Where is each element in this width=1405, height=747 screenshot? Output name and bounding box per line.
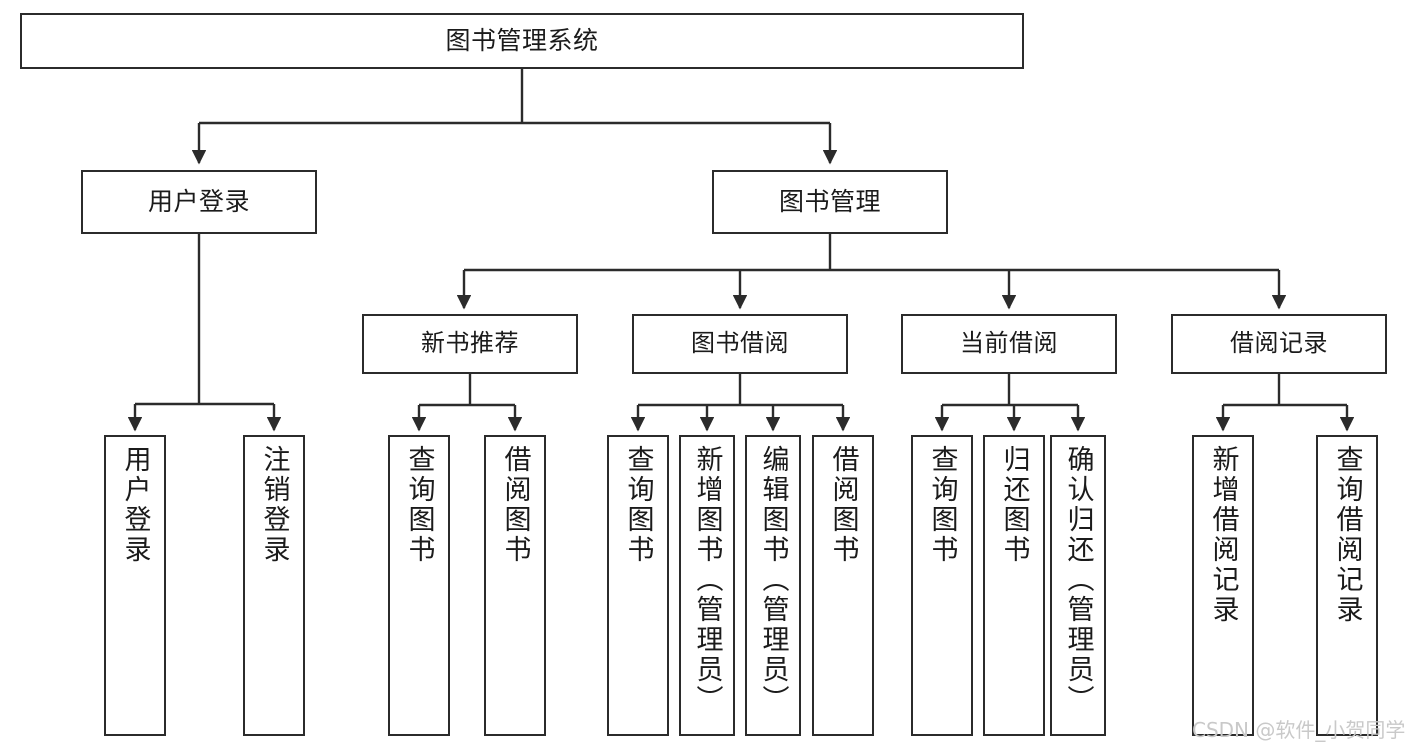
- leaf-edit-book-admin[interactable]: 编辑图书（管理员）: [745, 435, 801, 736]
- node-label: 查询图书: [926, 445, 958, 565]
- leaf-borrow-book-1[interactable]: 借阅图书: [484, 435, 546, 736]
- node-label: 编辑图书（管理员）: [757, 445, 789, 715]
- leaf-logout-login[interactable]: 注销登录: [243, 435, 305, 736]
- leaf-borrow-book-2[interactable]: 借阅图书: [812, 435, 874, 736]
- node-root-system[interactable]: 图书管理系统: [20, 13, 1024, 69]
- leaf-query-book-2[interactable]: 查询图书: [607, 435, 669, 736]
- leaf-confirm-return-admin[interactable]: 确认归还（管理员）: [1050, 435, 1106, 736]
- node-book-manage[interactable]: 图书管理: [712, 170, 948, 234]
- node-current-borrow[interactable]: 当前借阅: [901, 314, 1117, 374]
- node-label: 图书管理系统: [445, 25, 599, 55]
- node-label: 新增借阅记录: [1207, 445, 1239, 625]
- leaf-add-borrow-record[interactable]: 新增借阅记录: [1192, 435, 1254, 736]
- node-label: 归还图书: [998, 445, 1030, 565]
- node-label: 用户登录: [147, 186, 250, 216]
- leaf-add-book-admin[interactable]: 新增图书（管理员）: [679, 435, 735, 736]
- node-label: 借阅图书: [499, 445, 531, 565]
- leaf-user-login[interactable]: 用户登录: [104, 435, 166, 736]
- node-borrow-record[interactable]: 借阅记录: [1171, 314, 1387, 374]
- node-label: 借阅图书: [827, 445, 859, 565]
- csdn-watermark: CSDN @软件_小贺同学: [1192, 718, 1405, 742]
- node-label: 用户登录: [119, 445, 151, 565]
- node-label: 图书管理: [778, 186, 881, 216]
- node-label: 查询图书: [622, 445, 654, 565]
- node-label: 注销登录: [258, 445, 290, 565]
- node-label: 图书借阅: [691, 329, 789, 358]
- node-label: 查询借阅记录: [1331, 445, 1363, 625]
- node-book-borrow[interactable]: 图书借阅: [632, 314, 848, 374]
- node-new-book-recommend[interactable]: 新书推荐: [362, 314, 578, 374]
- node-label: 当前借阅: [960, 329, 1058, 358]
- leaf-return-book[interactable]: 归还图书: [983, 435, 1045, 736]
- node-label: 新书推荐: [421, 329, 519, 358]
- node-label: 借阅记录: [1230, 329, 1328, 358]
- node-user-login[interactable]: 用户登录: [81, 170, 317, 234]
- leaf-query-borrow-record[interactable]: 查询借阅记录: [1316, 435, 1378, 736]
- node-label: 新增图书（管理员）: [691, 445, 723, 715]
- leaf-query-book-1[interactable]: 查询图书: [388, 435, 450, 736]
- node-label: 查询图书: [403, 445, 435, 565]
- node-label: 确认归还（管理员）: [1062, 445, 1094, 715]
- leaf-query-book-3[interactable]: 查询图书: [911, 435, 973, 736]
